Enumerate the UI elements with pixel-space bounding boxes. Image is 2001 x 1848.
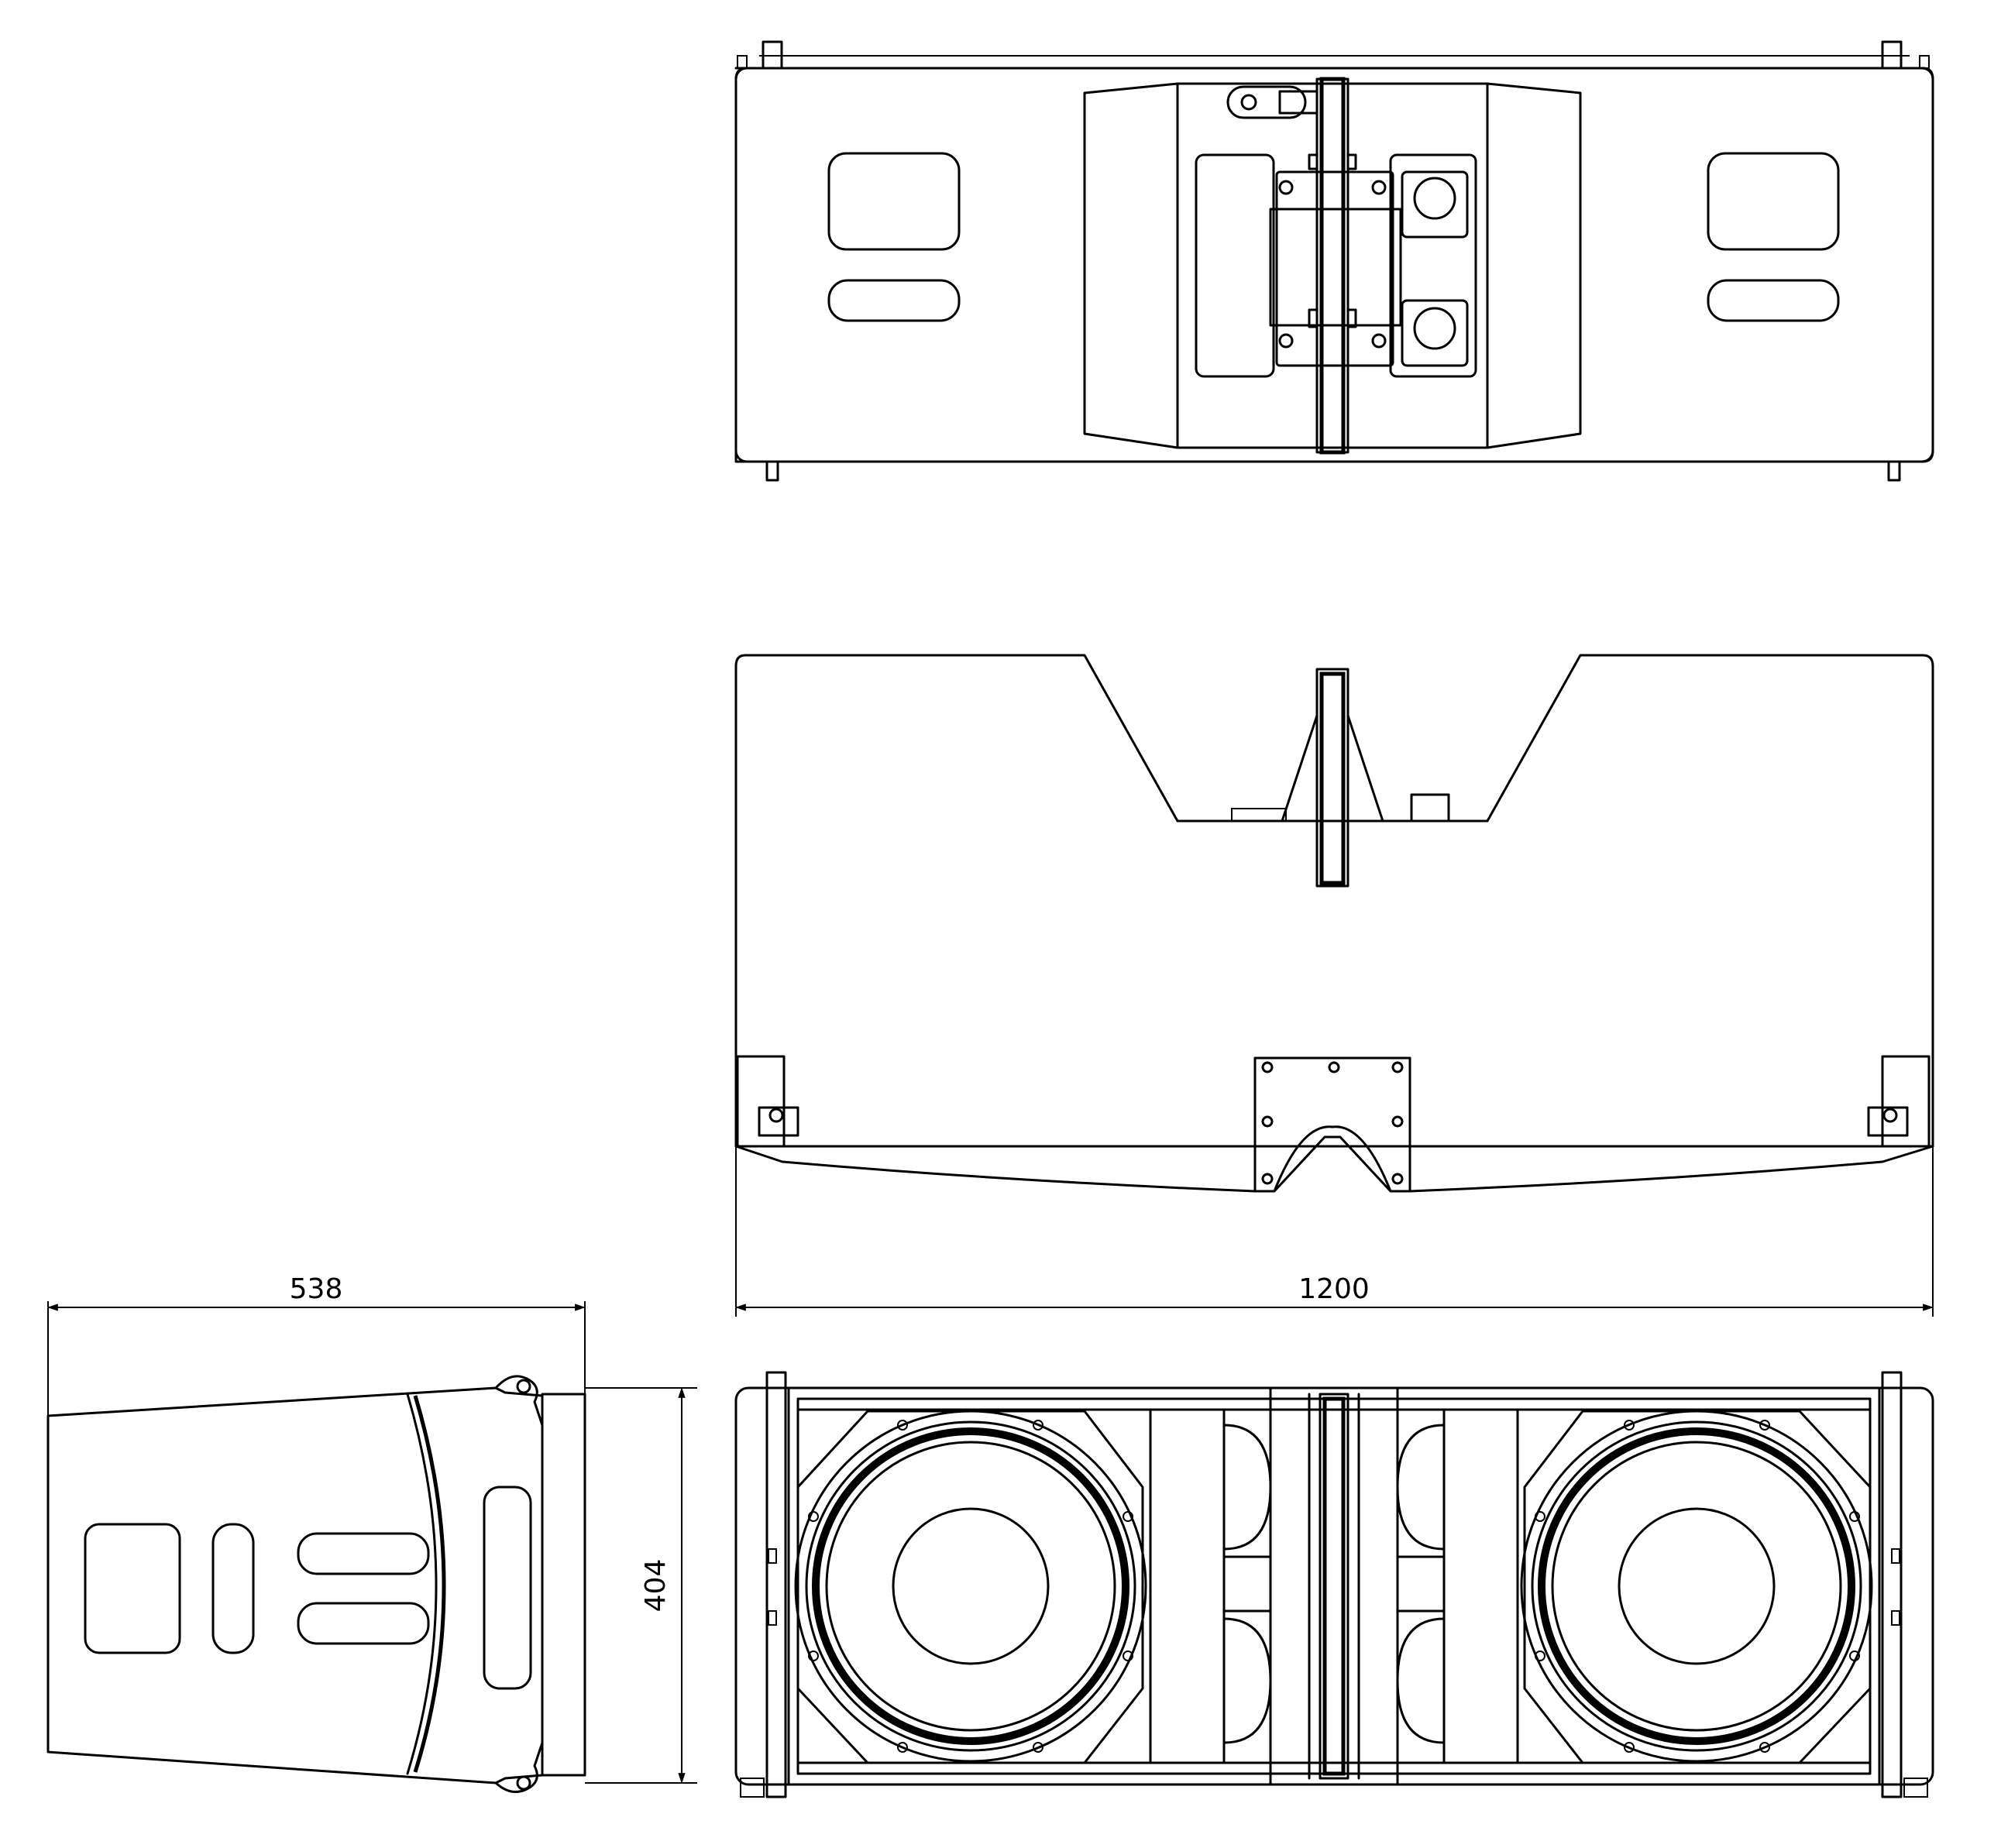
width-label: 1200	[1298, 1273, 1370, 1305]
top-view	[734, 40, 1934, 482]
side-view	[46, 1375, 586, 1794]
width-dimension: 1200	[734, 1146, 1934, 1317]
height-dimension: 404	[585, 1386, 697, 1784]
height-label: 404	[640, 1559, 672, 1613]
depth-dimension: 538	[46, 1273, 586, 1416]
woofer-right	[1520, 1410, 1873, 1764]
front-view	[734, 654, 1934, 1193]
depth-label: 538	[290, 1273, 343, 1305]
rear-view	[734, 1371, 1934, 1798]
handle-cutout	[827, 152, 961, 251]
woofer-left	[794, 1410, 1147, 1764]
handle-cutout	[1707, 152, 1840, 251]
